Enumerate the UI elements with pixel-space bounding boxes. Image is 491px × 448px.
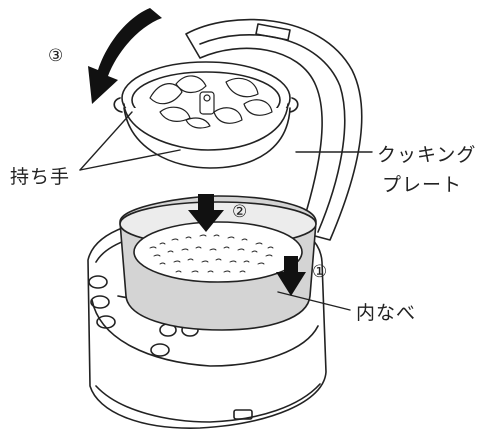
inner-pot-label: 内なべ (356, 302, 417, 324)
handle-label: 持ち手 (10, 166, 71, 188)
inner-pot-leader (277, 291, 351, 311)
step-1-marker: ① (312, 262, 328, 282)
cooking-plate-label-line1: クッキング (377, 144, 477, 166)
down-arrow-icon (188, 194, 224, 232)
open-lid (185, 18, 363, 241)
cooking-plate (113, 61, 299, 169)
cooking-plate-label-line2: プレート (382, 174, 463, 196)
leader-lines (79, 111, 373, 311)
rotate-arrow-icon (88, 8, 162, 104)
plate-handle-left (113, 97, 123, 113)
plate-handle-right (289, 97, 299, 113)
vegetables (149, 75, 273, 129)
step-2-marker: ② (232, 202, 248, 222)
down-arrow-icon (276, 256, 306, 296)
handle-leader-left (79, 111, 133, 171)
inner-pot (119, 195, 317, 331)
handle-leader-right (79, 149, 181, 171)
step-3-marker: ③ (48, 46, 64, 66)
release-tab (233, 409, 253, 420)
rice-grains (149, 234, 274, 273)
